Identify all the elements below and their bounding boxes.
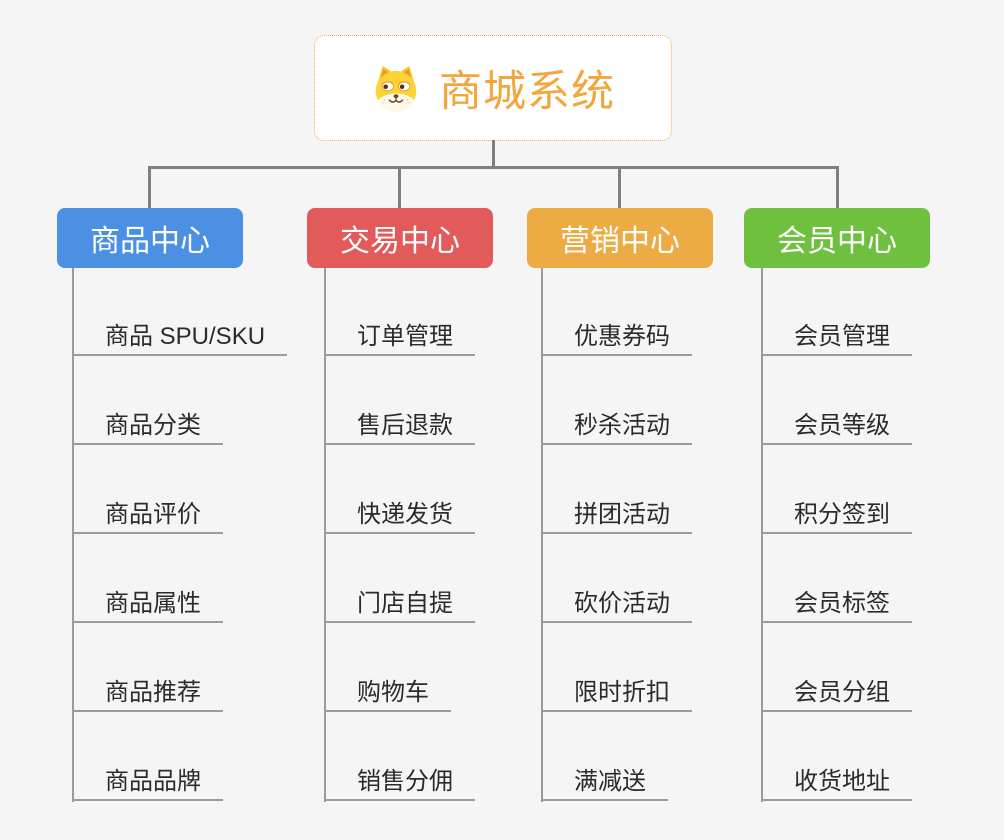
topic-node[interactable]: 优惠券码 [541,320,692,356]
branch-node-marketing-center[interactable]: 营销中心 [527,208,713,268]
connector-trunk [149,166,839,169]
branch-connector-line [761,268,763,802]
branch-node-trade-center[interactable]: 交易中心 [307,208,493,268]
topic-node[interactable]: 砍价活动 [541,587,692,623]
topic-node[interactable]: 会员分组 [761,676,912,712]
topic-node[interactable]: 拼团活动 [541,498,692,534]
topic-node[interactable]: 订单管理 [324,320,475,356]
topic-node[interactable]: 售后退款 [324,409,475,445]
topic-node[interactable]: 商品推荐 [72,676,223,712]
connector-drop [836,166,839,210]
branch-connector-line [324,268,326,802]
topic-node[interactable]: 快递发货 [324,498,475,534]
topic-node[interactable]: 商品分类 [72,409,223,445]
connector-drop [148,166,151,210]
dog-face-icon [375,66,417,112]
topic-node[interactable]: 会员管理 [761,320,912,356]
topic-node[interactable]: 限时折扣 [541,676,692,712]
root-title: 商城系统 [439,68,615,116]
topic-node[interactable]: 商品 SPU/SKU [72,320,288,356]
topic-node[interactable]: 收货地址 [761,765,912,801]
topic-node[interactable]: 满减送 [541,765,668,801]
branch-node-product-center[interactable]: 商品中心 [57,208,243,268]
root-node[interactable]: 商城系统 [314,35,672,141]
branch-connector-line [72,268,74,802]
branch-node-member-center[interactable]: 会员中心 [744,208,930,268]
topic-node[interactable]: 秒杀活动 [541,409,692,445]
connector-drop [618,166,621,210]
branch-connector-line [541,268,543,802]
topic-node[interactable]: 商品属性 [72,587,223,623]
connector-root-stub [492,140,495,168]
connector-drop [398,166,401,210]
topic-node[interactable]: 销售分佣 [324,765,475,801]
topic-node[interactable]: 购物车 [324,676,451,712]
topic-node[interactable]: 积分签到 [761,498,912,534]
topic-node[interactable]: 门店自提 [324,587,475,623]
topic-node[interactable]: 商品品牌 [72,765,223,801]
topic-node[interactable]: 会员标签 [761,587,912,623]
topic-node[interactable]: 商品评价 [72,498,223,534]
topic-node[interactable]: 会员等级 [761,409,912,445]
